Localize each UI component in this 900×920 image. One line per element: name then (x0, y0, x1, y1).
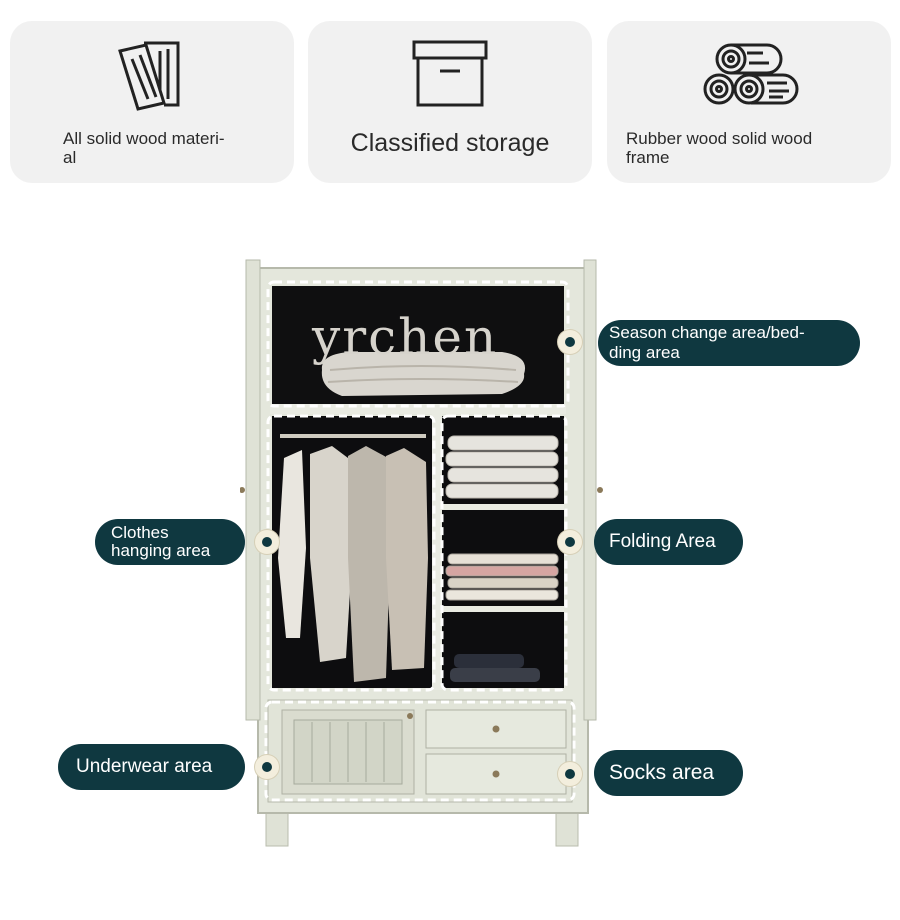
label-folding-area: Folding Area (594, 519, 743, 565)
label-text: Socks area (609, 761, 715, 784)
label-socks-area: Socks area (594, 750, 743, 796)
label-text: Clothes hanging area (111, 523, 211, 560)
feature-label: Classified storage (350, 129, 550, 157)
feature-card-rubber-wood: Rubber wood solid wood frame (607, 21, 891, 183)
feature-card-storage: Classified storage (308, 21, 592, 183)
callout-dot-hanging (255, 530, 279, 554)
label-season-change-area: Season change area/bed- ding area (598, 320, 860, 366)
callout-dot-folding (558, 530, 582, 554)
callout-dot-underwear (255, 755, 279, 779)
label-text: Season change area/bed- ding area (609, 323, 805, 362)
label-text: Underwear area (76, 756, 213, 777)
callout-dot-season (558, 330, 582, 354)
feature-label: All solid wood materi- al (63, 129, 225, 167)
label-clothes-hanging-area: Clothes hanging area (95, 519, 245, 565)
feature-label: Rubber wood solid wood frame (626, 129, 813, 167)
feature-card-solid-wood: All solid wood materi- al (10, 21, 294, 183)
callout-dot-socks (558, 762, 582, 786)
wood-planks-icon (112, 39, 192, 116)
wardrobe-illustration: yrchen (239, 258, 610, 850)
storage-box-icon (410, 39, 490, 116)
label-text: Folding Area (609, 531, 716, 552)
wood-logs-icon (697, 39, 801, 116)
label-underwear-area: Underwear area (58, 744, 245, 790)
brand-watermark: yrchen (312, 308, 499, 366)
